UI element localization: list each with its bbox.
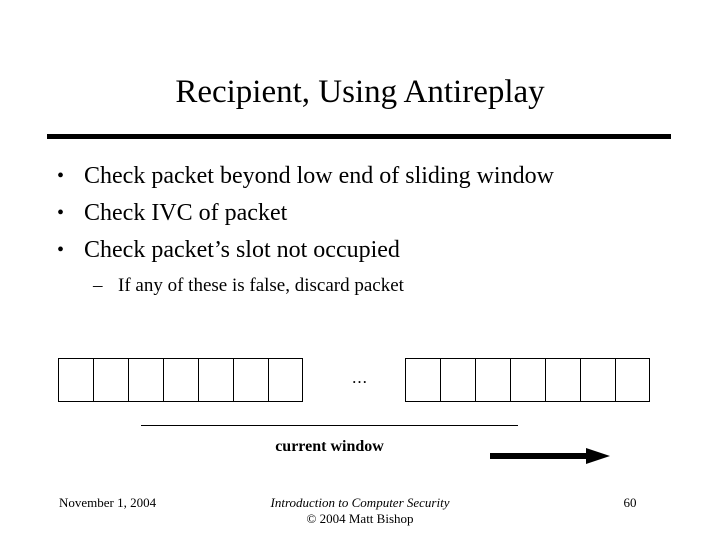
slot-group-left [58,358,303,402]
window-slot [233,358,268,402]
window-slot [475,358,510,402]
list-item: • Check IVC of packet [57,195,677,232]
bullet-text: Check IVC of packet [84,200,288,226]
dash-marker-icon: – [93,275,103,296]
window-slot [93,358,128,402]
bullet-list: • Check packet beyond low end of sliding… [57,158,677,303]
title-divider [47,134,671,139]
right-arrow-icon [490,448,610,464]
bullet-marker-icon: • [57,165,65,187]
window-slot [163,358,198,402]
window-slot [405,358,440,402]
bullet-marker-icon: • [57,239,65,261]
window-span-line [141,425,518,426]
sub-list-item: – If any of these is false, discard pack… [93,269,677,303]
window-slot [545,358,580,402]
bullet-text: Check packet beyond low end of sliding w… [84,163,554,189]
ellipsis-separator: ... [352,368,368,387]
window-slot [510,358,545,402]
window-label: current window [275,438,384,455]
bullet-marker-icon: • [57,202,65,224]
footer-date: November 1, 2004 [59,495,157,510]
sub-bullet-text: If any of these is false, discard packet [118,275,404,296]
list-item: • Check packet’s slot not occupied [57,232,677,269]
list-item: • Check packet beyond low end of sliding… [57,158,677,195]
slot-group-right [405,358,650,402]
window-slot [128,358,163,402]
window-slot [580,358,615,402]
footer-page-number: 60 [623,495,637,510]
window-slot [440,358,475,402]
footer-copyright: © 2004 Matt Bishop [306,511,414,526]
page-title: Recipient, Using Antireplay [175,74,545,110]
footer-course-title: Introduction to Computer Security [270,495,450,510]
window-slot [198,358,233,402]
window-slot [615,358,650,402]
bullet-text: Check packet’s slot not occupied [84,237,400,263]
window-slot [268,358,303,402]
window-slot [58,358,93,402]
footer-center: Introduction to Computer Security © 2004… [180,495,540,527]
